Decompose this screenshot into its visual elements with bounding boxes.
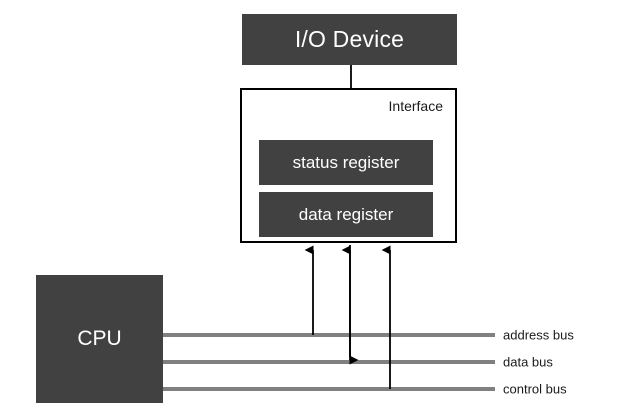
cpu-label: CPU <box>77 327 122 350</box>
io-device-label: I/O Device <box>294 26 405 52</box>
address-bus-label: address bus <box>503 327 574 343</box>
data-bus-line <box>163 360 495 364</box>
address-bus-line <box>163 333 495 337</box>
control-bus-label: control bus <box>503 381 567 397</box>
io-device-box: I/O Device <box>242 14 457 65</box>
cpu-box: CPU <box>36 275 163 403</box>
status-register-label: status register <box>292 152 400 172</box>
interface-label: Interface <box>388 98 443 114</box>
data-register-box: data register <box>259 192 433 237</box>
io-device-interface-connector <box>350 65 352 89</box>
status-register-box: status register <box>259 140 433 185</box>
control-bus-line <box>163 387 495 391</box>
data-register-label: data register <box>298 204 394 224</box>
data-bus-label: data bus <box>503 354 553 370</box>
